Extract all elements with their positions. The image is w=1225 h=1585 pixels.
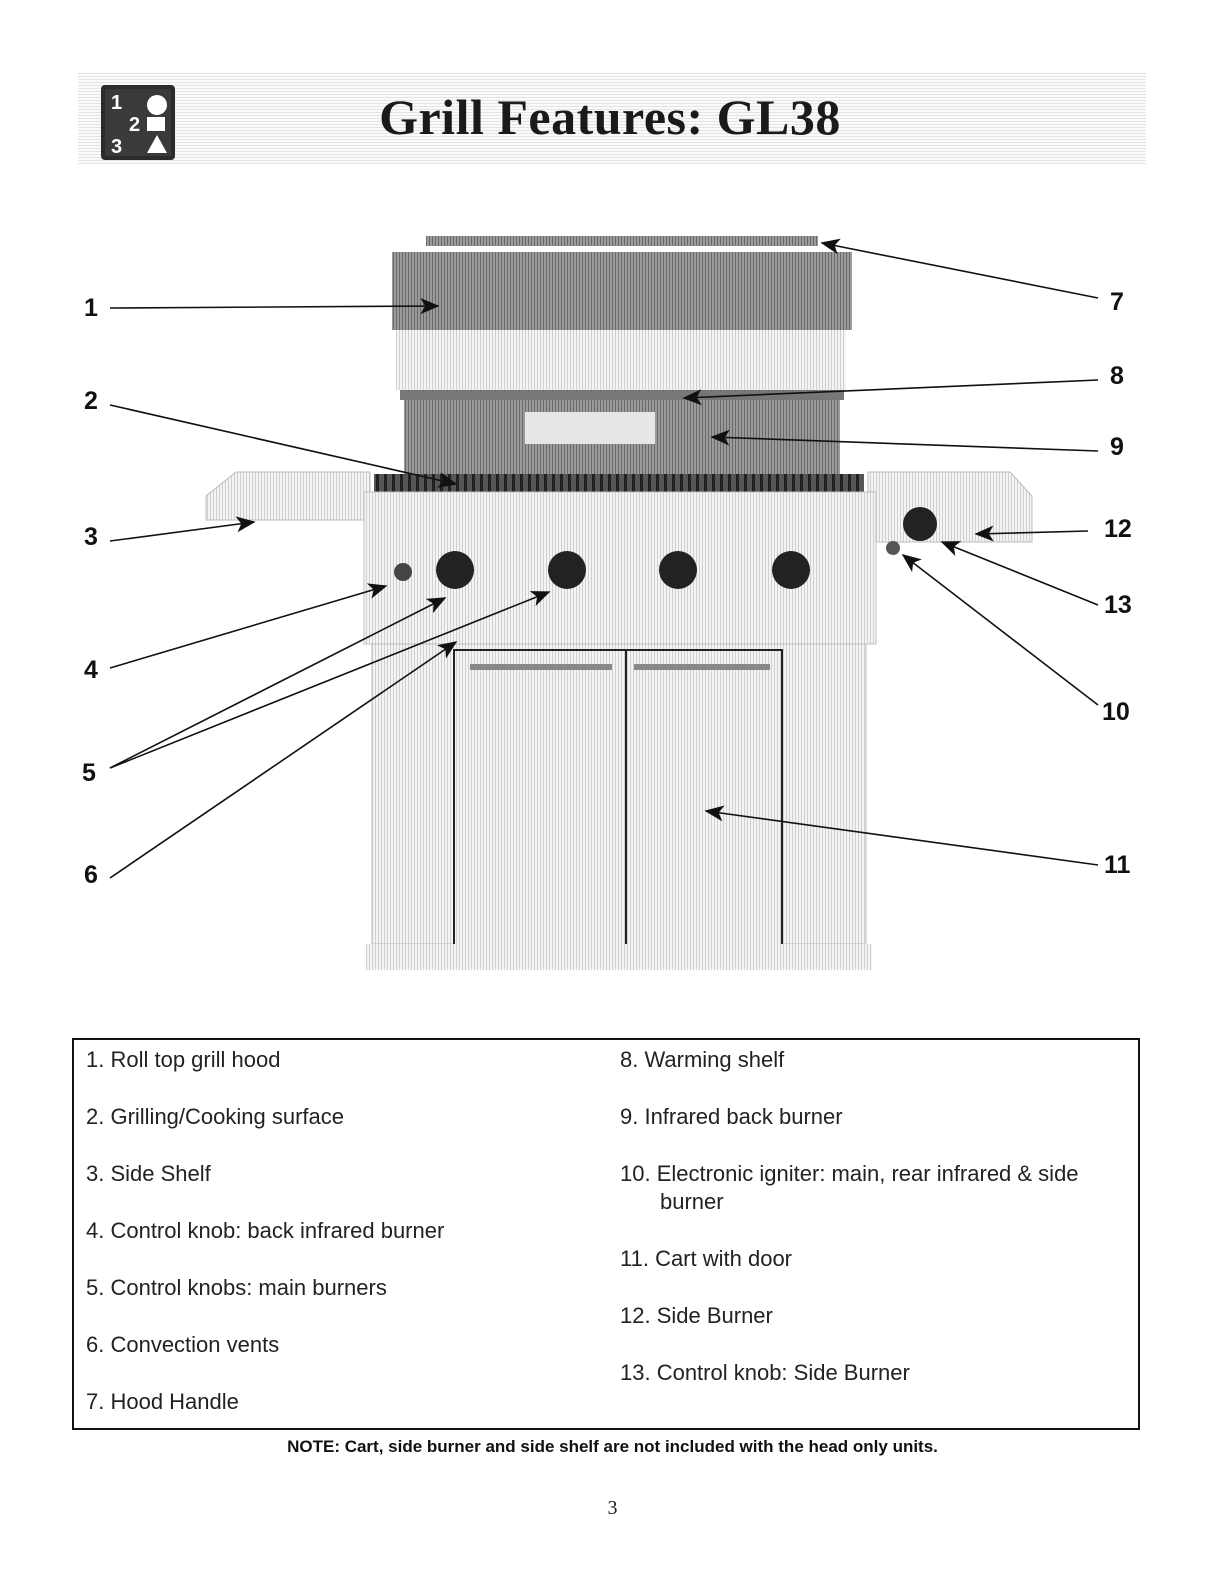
- leader-line-12: [974, 525, 1089, 542]
- warming-shelf: [400, 390, 844, 400]
- callout-3: 3: [84, 523, 98, 551]
- leader-line-6: [109, 641, 458, 879]
- callout-12: 12: [1104, 515, 1132, 543]
- infrared-panel: [525, 412, 655, 444]
- logo-digit-1: 1: [111, 92, 122, 114]
- control-knob-main-2: [659, 551, 697, 589]
- legend-item-2: 2. Grilling/Cooking surface: [86, 1104, 345, 1129]
- legend-item-13: 13. Control knob: Side Burner: [620, 1360, 910, 1385]
- leader-line-10: [901, 554, 1099, 706]
- door-handle-right: [634, 664, 770, 670]
- control-knob-main-3: [772, 551, 810, 589]
- callout-1: 1: [84, 294, 98, 322]
- callout-4: 4: [84, 656, 98, 684]
- leader-line-1: [109, 298, 440, 315]
- legend-item-7: 7. Hood Handle: [86, 1389, 239, 1414]
- legend-item-3: 3. Side Shelf: [86, 1161, 211, 1186]
- legend-item-6: 6. Convection vents: [86, 1332, 280, 1357]
- leader-line-11: [704, 805, 1099, 866]
- side-burner: [867, 471, 1033, 543]
- steps-1-2-3-icon: 1 2 3: [101, 85, 175, 160]
- side-shelf: [205, 471, 371, 521]
- logo-digit-2: 2: [129, 114, 140, 136]
- legend-item-10: 10. Electronic igniter: main, rear infra…: [620, 1161, 1079, 1186]
- leader-line-9: [710, 429, 1099, 452]
- leader-line-5b: [109, 591, 551, 769]
- leader-line-5a: [109, 597, 447, 769]
- legend-item-12: 12. Side Burner: [620, 1303, 773, 1328]
- page-number: 3: [607, 1497, 618, 1519]
- ignition-button: [394, 563, 412, 581]
- cart-door-right: [625, 649, 783, 949]
- side-igniter-button: [886, 541, 900, 555]
- leader-line-3: [109, 516, 256, 542]
- cart-door-left: [453, 649, 627, 949]
- control-knob-main-1: [548, 551, 586, 589]
- callout-10: 10: [1102, 698, 1130, 726]
- legend-item-1: 1. Roll top grill hood: [86, 1047, 281, 1072]
- control-knob-infrared: [436, 551, 474, 589]
- leader-line-8: [682, 379, 1099, 406]
- legend-item-4: 4. Control knob: back infrared burner: [86, 1218, 445, 1243]
- callout-6: 6: [84, 861, 98, 889]
- roll-top-hood: [392, 252, 852, 330]
- cart-base: [366, 944, 872, 970]
- legend-item-5: 5. Control knobs: main burners: [86, 1275, 387, 1300]
- leader-line-13: [940, 541, 1099, 606]
- grill-diagram: 1 2 3 4 5 6 7 8 9 10 11 12 13: [82, 236, 1132, 970]
- title-banner: [78, 72, 1146, 164]
- callout-8: 8: [1110, 362, 1124, 390]
- leader-line-4: [109, 583, 388, 669]
- callout-7: 7: [1110, 288, 1124, 316]
- callout-2: 2: [84, 387, 98, 415]
- leader-line-2: [109, 404, 458, 488]
- callout-9: 9: [1110, 433, 1124, 461]
- callout-11: 11: [1104, 851, 1131, 879]
- leader-line-7: [820, 238, 1099, 299]
- control-knob-side-burner: [903, 507, 937, 541]
- legend-item-8: 8. Warming shelf: [620, 1047, 785, 1072]
- legend-item-10-continued: burner: [660, 1189, 724, 1214]
- note-text: NOTE: Cart, side burner and side shelf a…: [287, 1437, 938, 1456]
- page-title: Grill Features: GL38: [379, 89, 841, 145]
- legend-item-9: 9. Infrared back burner: [620, 1104, 843, 1129]
- door-handle-left: [470, 664, 612, 670]
- logo-digit-3: 3: [111, 136, 122, 158]
- cooking-grate: [374, 474, 864, 492]
- callout-13: 13: [1104, 591, 1132, 619]
- hood-handle: [426, 236, 818, 246]
- feature-legend: 1. Roll top grill hood 2. Grilling/Cooki…: [72, 1038, 1140, 1430]
- callout-5: 5: [82, 759, 96, 787]
- hood-inner: [396, 330, 846, 390]
- legend-item-11: 11. Cart with door: [620, 1246, 793, 1271]
